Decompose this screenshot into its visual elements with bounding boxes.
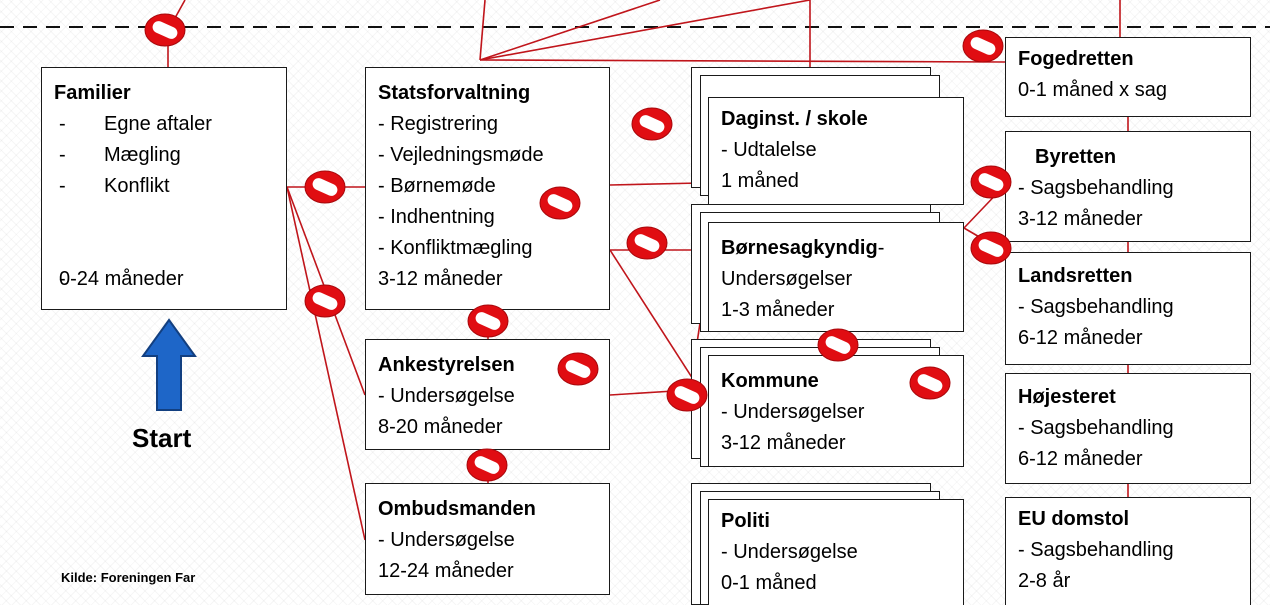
no-entry-icon (970, 165, 1012, 199)
familier-box: Familier Egne aftaler Mægling Konflikt 0… (41, 67, 287, 310)
byretten-title: Byretten (1035, 146, 1117, 168)
connector-lines (167, 0, 1129, 541)
politi-box: Politi - Undersøgelse 0-1 måned (708, 499, 964, 605)
byretten-duration: 3-12 måneder (1018, 208, 1143, 230)
ombudsmanden-duration: 12-24 måneder (378, 560, 514, 582)
kommune-line: - Undersøgelser (721, 401, 865, 423)
daginst-line: - Udtalelse (721, 139, 817, 161)
ankestyrelsen-line: - Undersøgelse (378, 385, 515, 407)
no-entry-icon (466, 448, 508, 482)
fogedretten-box: Fogedretten 0-1 måned x sag (1005, 37, 1251, 117)
statsforvaltning-line: - Vejledningsmøde (378, 144, 544, 166)
connector-line (286, 186, 366, 541)
no-entry-icon (626, 226, 668, 260)
no-entry-icon (467, 304, 509, 338)
eu-domstol-title: EU domstol (1018, 508, 1130, 530)
ombudsmanden-line: - Undersøgelse (378, 529, 515, 551)
statsforvaltning-duration: 3-12 måneder (378, 268, 503, 290)
byretten-box: Byretten - Sagsbehandling 3-12 måneder (1005, 131, 1251, 242)
eu-domstol-line: - Sagsbehandling (1018, 539, 1174, 561)
no-entry-icon (304, 284, 346, 318)
daginst-title: Daginst. / skole (721, 108, 868, 130)
landsretten-duration: 6-12 måneder (1018, 327, 1143, 349)
no-entry-icon (970, 231, 1012, 265)
statsforvaltning-line: - Registrering (378, 113, 499, 135)
familier-item: Konflikt (54, 171, 274, 202)
byretten-line: - Sagsbehandling (1018, 177, 1174, 199)
hoejesteret-duration: 6-12 måneder (1018, 448, 1143, 470)
kommune-box: Kommune - Undersøgelser 3-12 måneder (708, 355, 964, 467)
connector-line (479, 0, 661, 61)
statsforvaltning-line: - Indhentning (378, 206, 495, 228)
statsforvaltning-line: - Børnemøde (378, 175, 496, 197)
no-entry-icon (557, 352, 599, 386)
hoejesteret-box: Højesteret - Sagsbehandling 6-12 måneder (1005, 373, 1251, 484)
statsforvaltning-title: Statsforvaltning (378, 82, 531, 104)
statsforvaltning-line: - Konfliktmægling (378, 237, 533, 259)
kommune-duration: 3-12 måneder (721, 432, 846, 454)
boernesagkyndig-title: Børnesagkyndig (721, 237, 878, 259)
no-entry-icon (666, 378, 708, 412)
fogedretten-duration: 0-1 måned x sag (1018, 79, 1167, 101)
hoejesteret-line: - Sagsbehandling (1018, 417, 1174, 439)
connector-line (609, 182, 701, 186)
no-entry-icon (631, 107, 673, 141)
daginst-box: Daginst. / skole - Udtalelse 1 måned (708, 97, 964, 205)
familier-duration: 0-24 måneder (54, 264, 274, 295)
politi-line: - Undersøgelse (721, 541, 858, 563)
familier-item: Egne aftaler (54, 109, 274, 140)
landsretten-title: Landsretten (1018, 265, 1133, 287)
source-credit: Kilde: Foreningen Far (61, 570, 196, 585)
no-entry-icon (817, 328, 859, 362)
landsretten-box: Landsretten - Sagsbehandling 6-12 månede… (1005, 252, 1251, 365)
ankestyrelsen-title: Ankestyrelsen (378, 354, 515, 376)
boernesagkyndig-box: Børnesagkyndig- Undersøgelser 1-3 månede… (708, 222, 964, 332)
boernesagkyndig-duration: 1-3 måneder (721, 299, 835, 321)
connector-line (479, 0, 486, 61)
ombudsmanden-title: Ombudsmanden (378, 498, 536, 520)
fogedretten-title: Fogedretten (1018, 48, 1134, 70)
landsretten-line: - Sagsbehandling (1018, 296, 1174, 318)
no-entry-icon (144, 13, 186, 47)
familier-title: Familier (54, 82, 131, 104)
up-arrow-icon (141, 318, 197, 411)
politi-duration: 0-1 måned (721, 572, 817, 594)
eu-domstol-duration: 2-8 år (1018, 570, 1071, 592)
no-entry-icon (909, 366, 951, 400)
boernesagkyndig-title-row: Børnesagkyndig- (721, 233, 951, 264)
connector-line (479, 0, 811, 61)
politi-title: Politi (721, 510, 770, 532)
boernesagkyndig-line: Undersøgelser (721, 268, 853, 290)
no-entry-icon (962, 29, 1004, 63)
daginst-duration: 1 måned (721, 170, 799, 192)
no-entry-icon (304, 170, 346, 204)
connector-line (479, 59, 1006, 63)
eu-domstol-box: EU domstol - Sagsbehandling 2-8 år (1005, 497, 1251, 605)
no-entry-icon (539, 186, 581, 220)
ankestyrelsen-duration: 8-20 måneder (378, 416, 503, 438)
boernesagkyndig-title-suffix: - (877, 237, 885, 259)
hoejesteret-title: Højesteret (1018, 386, 1116, 408)
start-label: Start (132, 423, 192, 453)
kommune-title: Kommune (721, 370, 819, 392)
ombudsmanden-box: Ombudsmanden - Undersøgelse 12-24 månede… (365, 483, 610, 595)
familier-item: Mægling (54, 140, 274, 171)
connector-line (609, 249, 701, 391)
